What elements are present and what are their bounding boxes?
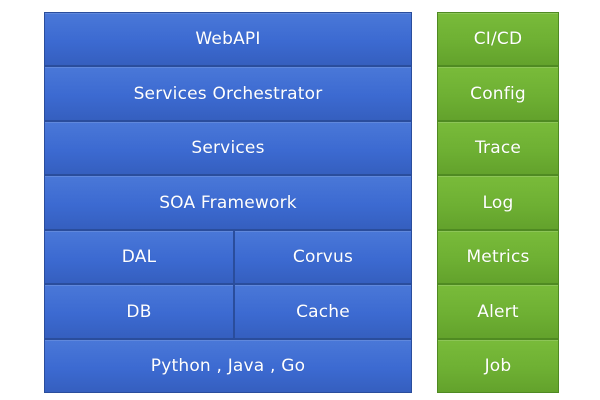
cache-block: Cache [234, 284, 412, 339]
config-label: Config [470, 83, 526, 104]
services-layer: Services [44, 121, 412, 175]
trace-block: Trace [437, 121, 559, 175]
soa-framework-layer: SOA Framework [44, 175, 412, 230]
languages-label: Python , Java , Go [150, 356, 306, 376]
db-label: DB [126, 301, 152, 322]
job-block: Job [437, 339, 559, 393]
corvus-block: Corvus [234, 230, 412, 284]
alert-label: Alert [477, 301, 519, 322]
services-label: Services [191, 138, 265, 158]
metrics-label: Metrics [466, 247, 530, 267]
cache-label: Cache [296, 301, 350, 322]
metrics-block: Metrics [437, 230, 559, 284]
db-block: DB [44, 284, 234, 339]
log-label: Log [482, 192, 514, 213]
services-orchestrator-label: Services Orchestrator [133, 83, 323, 104]
languages-layer: Python , Java , Go [44, 339, 412, 393]
webapi-label: WebAPI [195, 29, 261, 49]
job-label: Job [484, 356, 512, 376]
corvus-label: Corvus [292, 247, 354, 267]
config-block: Config [437, 66, 559, 121]
soa-framework-label: SOA Framework [159, 192, 297, 213]
trace-label: Trace [474, 138, 522, 158]
log-block: Log [437, 175, 559, 230]
cicd-block: CI/CD [437, 12, 559, 66]
cicd-label: CI/CD [473, 29, 523, 49]
alert-block: Alert [437, 284, 559, 339]
dal-block: DAL [44, 230, 234, 284]
dal-label: DAL [121, 247, 157, 267]
services-orchestrator-layer: Services Orchestrator [44, 66, 412, 121]
webapi-layer: WebAPI [44, 12, 412, 66]
